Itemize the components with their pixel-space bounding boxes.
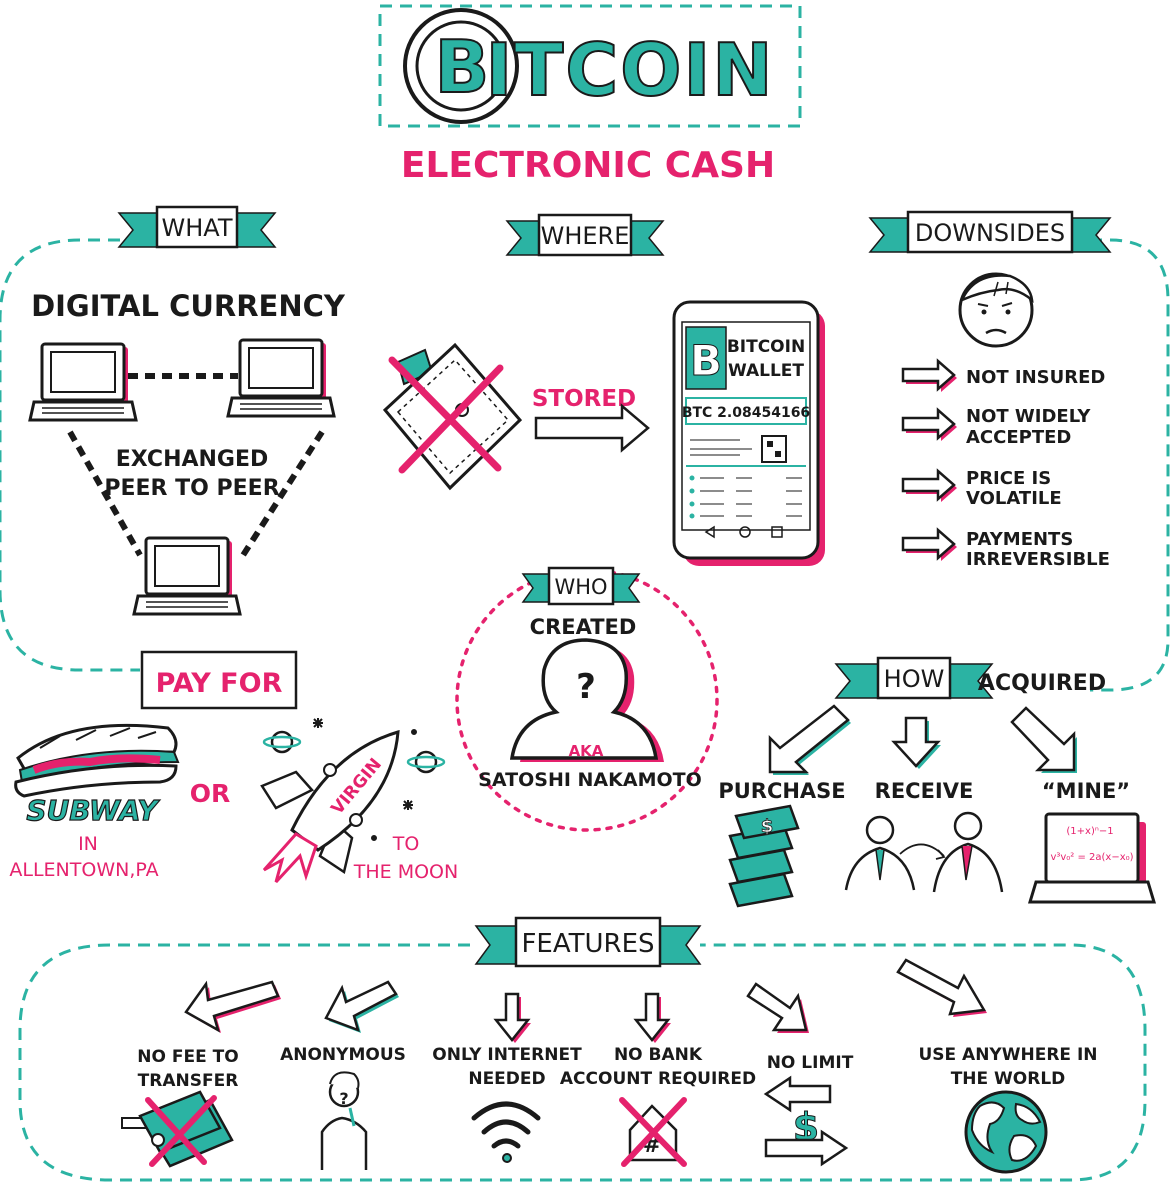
downside-2-line2: ACCEPTED [966,427,1071,448]
svg-text:FEATURES: FEATURES [521,929,654,959]
wallet-title-line1: BITCOIN [727,337,805,357]
downsides-frame [1090,238,1170,692]
mystery-person-icon: ? [509,638,664,762]
subway-logo: SUBWAY [26,794,160,827]
laptop-icon [226,338,336,418]
banner-who: WHO [521,566,641,606]
qr-code-icon [761,435,787,463]
moon-line2: THE MOON [353,861,458,883]
or-label: OR [190,779,231,808]
crossed-wallet-icon [382,342,523,491]
downside-4-line2: IRREVERSIBLE [966,549,1110,570]
recents-icon [771,526,783,538]
banner-features: FEATURES [474,916,702,968]
svg-text:$: $ [761,816,774,837]
feature-4-line1: NO BANK [614,1045,703,1065]
banner-how: HOW [835,656,993,700]
sandwich-icon [14,723,180,798]
aka-label: AKA [569,742,604,760]
mining-laptop-icon: (1+x)ⁿ−1 v³v₀² = 2a(x−x₀) [1027,812,1157,904]
banner-where: WHERE [506,213,664,257]
planet-icon [262,730,302,754]
crossed-money-icon [121,1090,234,1168]
receive-people-icon [844,811,1004,893]
exchanged-line1: EXCHANGED [116,447,269,472]
feature-4-line2: ACCOUNT REQUIRED [560,1069,756,1089]
feature-3-line1: ONLY INTERNET [432,1045,582,1065]
wallet-balance: BTC 2.08454166 [682,405,810,421]
what-frame [0,238,140,672]
peer-link-left [67,430,143,557]
title-word: ITCOIN [486,28,775,112]
feature-1-line1: NO FEE TO [137,1047,238,1067]
purchase-label: PURCHASE [718,779,845,803]
downside-3-line2: VOLATILE [966,488,1062,509]
wallet-title-line2: WALLET [728,361,804,381]
banner-downsides: DOWNSIDES [868,210,1112,254]
features-frame [18,943,1147,1182]
money-stack-icon: $ [728,804,800,908]
created-label: CREATED [530,615,637,639]
phone-wallet: B BITCOIN WALLET BTC 2.08454166 [672,300,825,566]
title-frame [378,4,802,128]
downside-arrows [901,358,957,561]
home-icon [739,526,751,538]
downside-3-line1: PRICE IS [966,468,1051,489]
peer-link-right [237,430,325,562]
formula-line2: v³v₀² = 2a(x−x₀) [1050,852,1133,863]
rocket-icon: VIRGIN [260,729,400,884]
feature-6-line2: THE WORLD [951,1069,1066,1089]
feature-2-line1: ANONYMOUS [280,1045,406,1065]
crossed-bank-icon: # [619,1097,687,1167]
receive-label: RECEIVE [875,779,974,803]
globe-icon [964,1090,1048,1174]
laptop-icon [28,342,138,422]
svg-text:WHO: WHO [554,575,607,599]
digital-currency-heading: DIGITAL CURRENCY [31,289,346,323]
moon-line1: TO [392,833,420,855]
banner-what: WHAT [118,205,276,249]
how-arrows [768,704,1077,775]
svg-text:HOW: HOW [884,665,945,693]
feature-arrows [184,958,987,1043]
planet-icon [406,750,446,774]
pay-for-box [140,650,298,710]
exchanged-line2: PEER TO PEER [104,476,279,501]
back-icon [704,525,715,539]
in-line1: IN [78,833,98,855]
satoshi-name: SATOSHI NAKAMOTO [478,769,702,791]
svg-text:WHERE: WHERE [541,222,630,250]
svg-text:?: ? [339,1089,348,1108]
feature-1-line2: TRANSFER [138,1071,239,1091]
downside-2-line1: NOT WIDELY [966,406,1091,427]
star-icon [313,718,417,841]
pay-for-label: PAY FOR [156,668,283,699]
worried-face-icon [958,272,1034,348]
in-line2: ALLENTOWN,PA [9,859,158,881]
formula-line1: (1+x)ⁿ−1 [1066,826,1113,837]
downside-1-line1: NOT INSURED [966,367,1105,388]
stored-label: STORED [532,386,636,412]
mine-label: “MINE” [1042,779,1130,803]
anonymous-person-icon: ? [320,1071,368,1170]
feature-3-line2: NEEDED [468,1069,545,1089]
dollar-arrows-icon: $ [763,1075,849,1167]
feature-5-line1: NO LIMIT [767,1053,854,1073]
wifi-icon [471,1101,541,1163]
logo-letter: B [435,25,490,109]
svg-text:WHAT: WHAT [162,214,233,242]
svg-text:B: B [690,336,722,385]
feature-6-line1: USE ANYWHERE IN [918,1045,1097,1065]
laptop-icon [132,536,242,616]
wallet-logo-icon [685,326,727,390]
svg-text:?: ? [576,667,596,707]
bitcoin-logo-icon: B [403,8,519,124]
svg-text:DOWNSIDES: DOWNSIDES [915,219,1065,247]
downside-4-line1: PAYMENTS [966,529,1073,550]
stored-arrow-icon [534,403,650,453]
acquired-label: ACQUIRED [978,671,1106,696]
subtitle: ELECTRONIC CASH [401,145,775,186]
